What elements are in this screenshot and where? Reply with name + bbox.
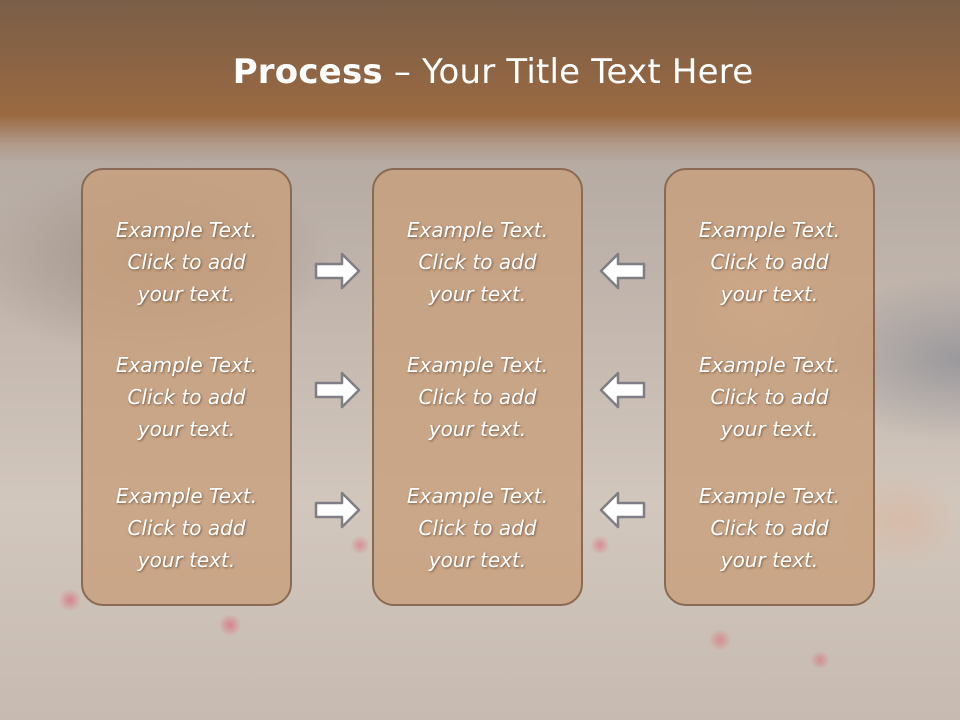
arrow-left-icon[interactable] bbox=[598, 490, 646, 530]
text-placeholder[interactable]: Example Text. Click to add your text. bbox=[115, 218, 258, 306]
text-placeholder[interactable]: Example Text. Click to add your text. bbox=[698, 484, 841, 572]
right-panel[interactable]: Example Text. Click to add your text. Ex… bbox=[664, 168, 875, 606]
center-panel[interactable]: Example Text. Click to add your text. Ex… bbox=[372, 168, 583, 606]
text-placeholder[interactable]: Example Text. Click to add your text. bbox=[698, 218, 841, 306]
slide-title[interactable]: Process – Your Title Text Here bbox=[0, 52, 960, 92]
arrow-left-icon[interactable] bbox=[598, 370, 646, 410]
text-placeholder[interactable]: Example Text. Click to add your text. bbox=[406, 484, 549, 572]
text-placeholder[interactable]: Example Text. Click to add your text. bbox=[115, 353, 258, 441]
left-panel[interactable]: Example Text. Click to add your text. Ex… bbox=[81, 168, 292, 606]
text-placeholder[interactable]: Example Text. Click to add your text. bbox=[406, 353, 549, 441]
text-placeholder[interactable]: Example Text. Click to add your text. bbox=[115, 484, 258, 572]
text-placeholder[interactable]: Example Text. Click to add your text. bbox=[406, 218, 549, 306]
arrow-left-icon[interactable] bbox=[598, 251, 646, 291]
arrow-right-icon[interactable] bbox=[314, 370, 362, 410]
arrow-right-icon[interactable] bbox=[314, 251, 362, 291]
title-rest: – Your Title Text Here bbox=[382, 52, 754, 92]
text-placeholder[interactable]: Example Text. Click to add your text. bbox=[698, 353, 841, 441]
title-bold: Process bbox=[232, 52, 383, 92]
title-bar bbox=[0, 0, 960, 165]
arrow-right-icon[interactable] bbox=[314, 490, 362, 530]
